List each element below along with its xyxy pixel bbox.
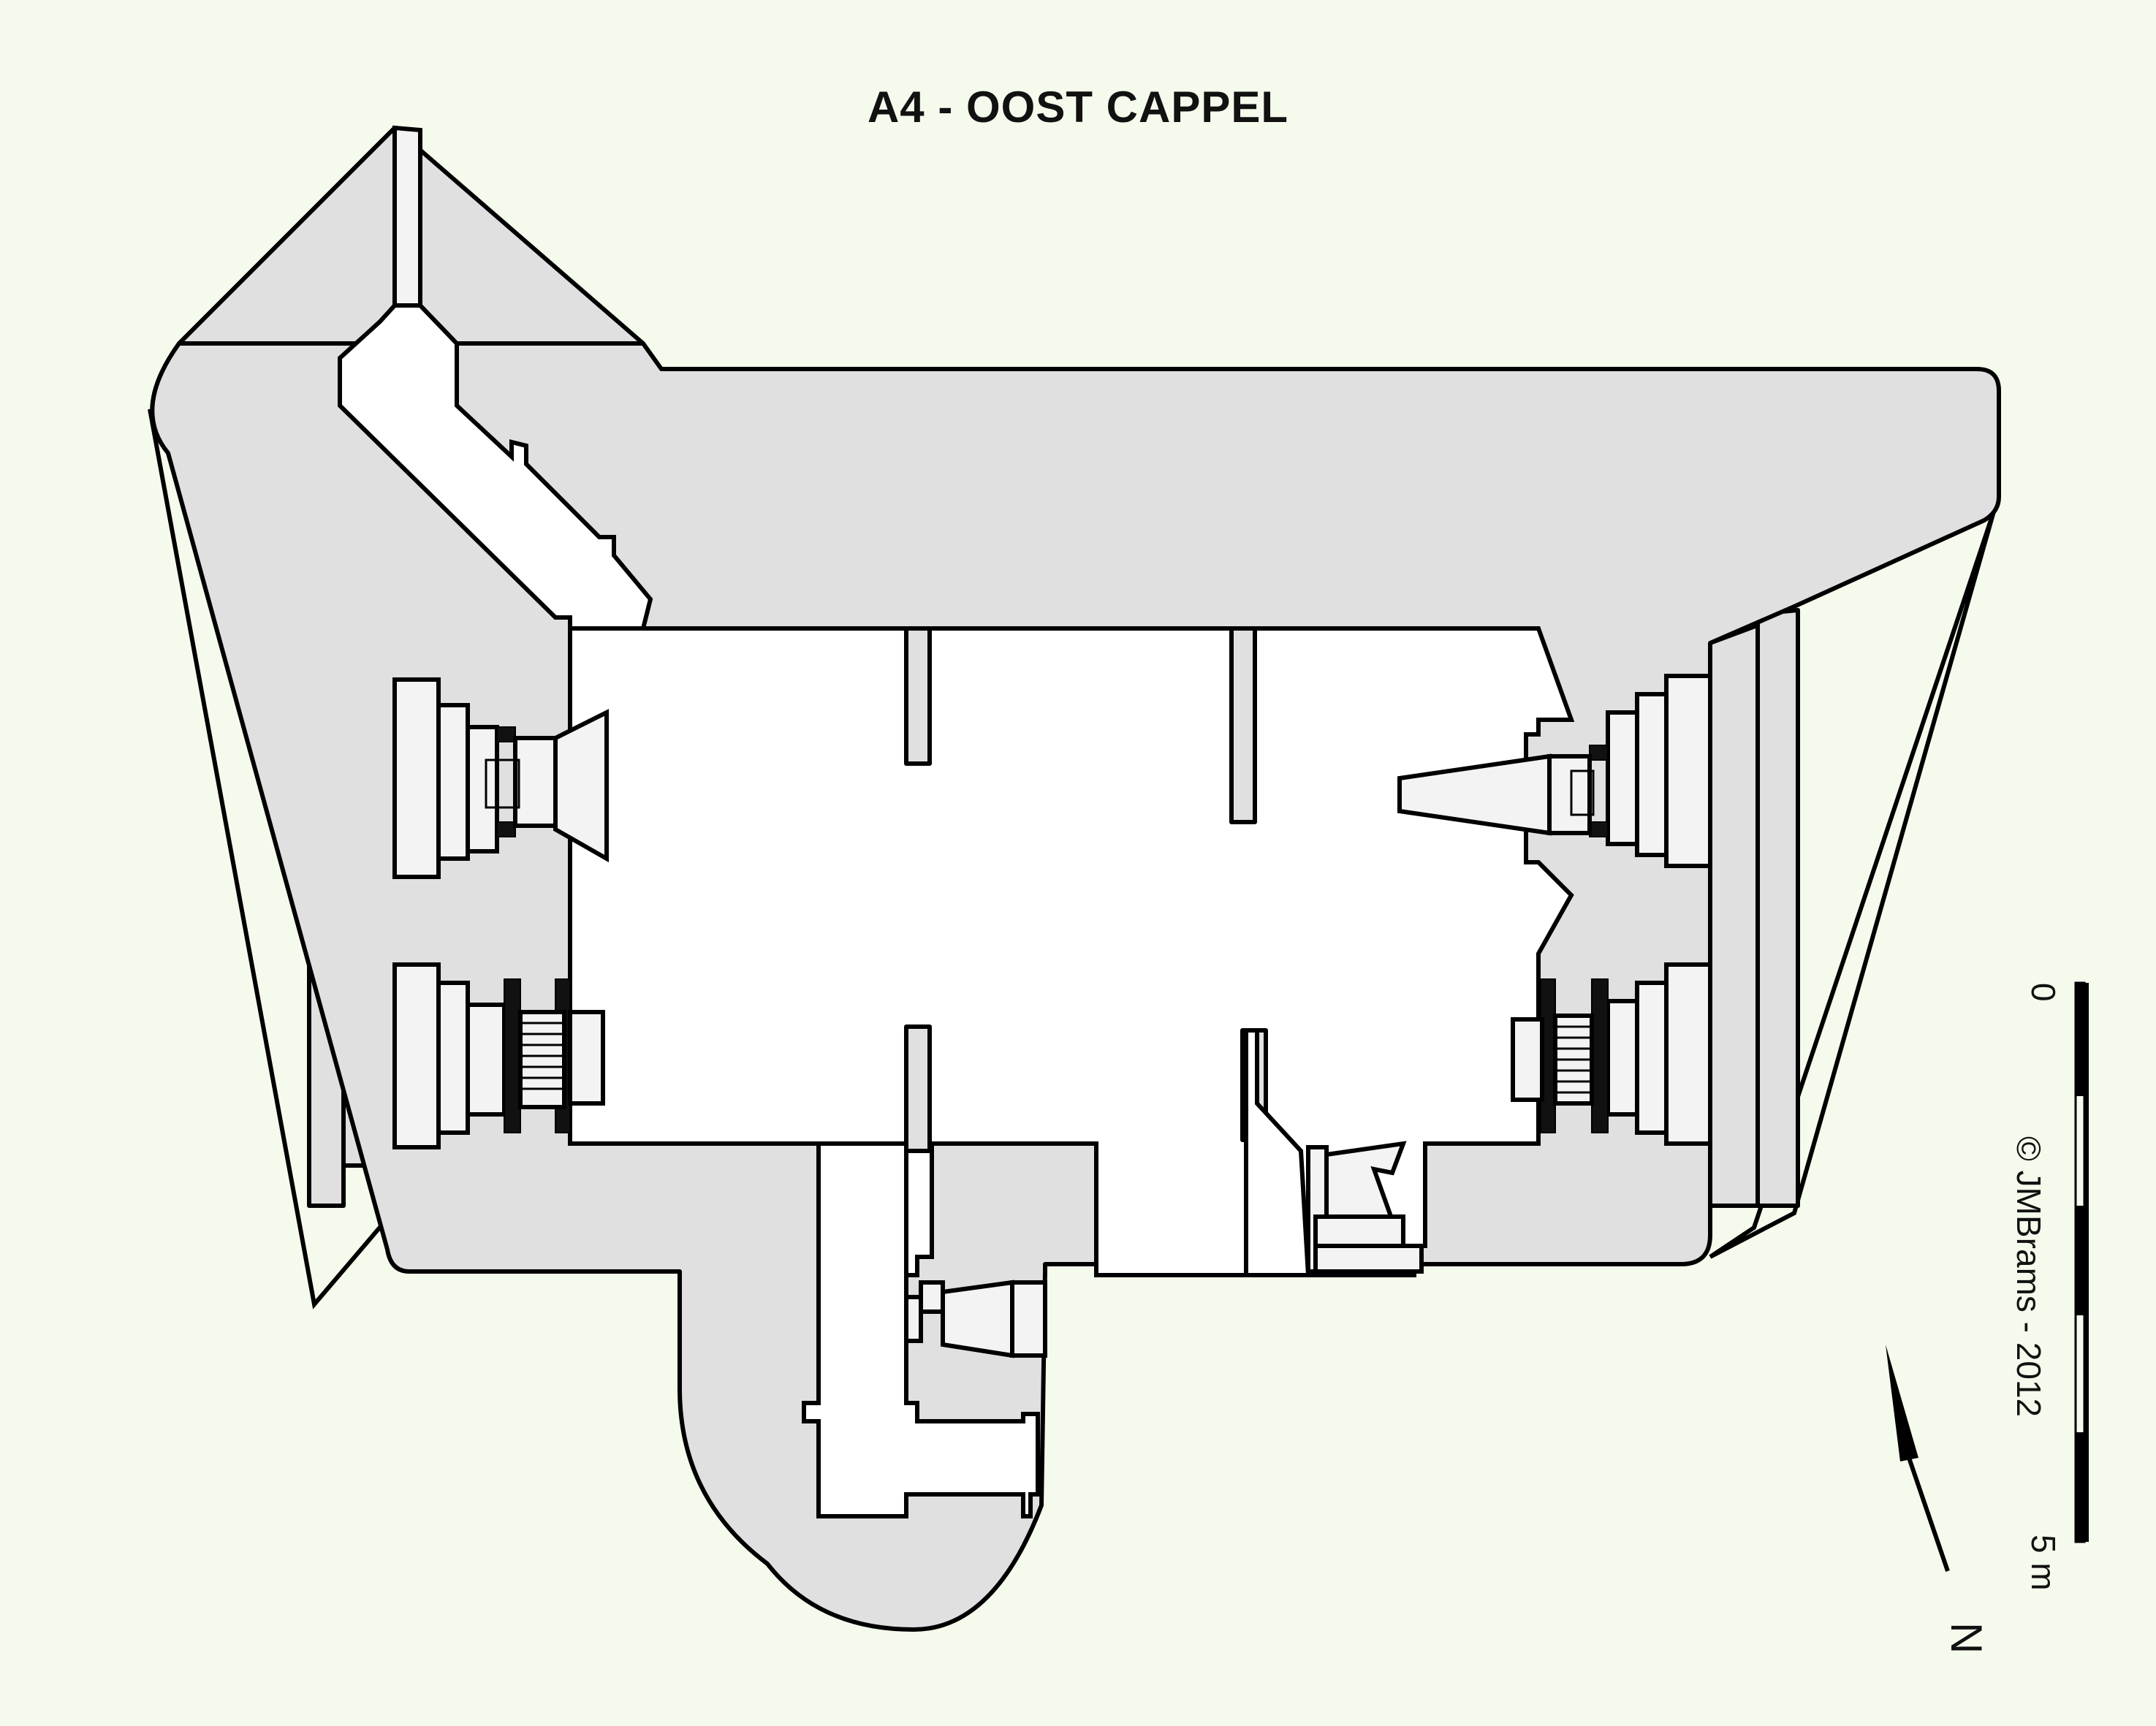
outer-slope-right (1709, 511, 1996, 1259)
east-embrasure-lower (1511, 962, 1712, 1146)
north-arrow-icon: N (1886, 1345, 1991, 1654)
svg-text:© JMBrams - 2012: © JMBrams - 2012 (2010, 1136, 2048, 1417)
south-corridor (802, 1141, 1040, 1518)
southeast-cell (1244, 1028, 1424, 1277)
south-embrasure (904, 1280, 1047, 1358)
svg-text:N: N (1942, 1622, 1991, 1654)
right-side-wall (1708, 608, 1800, 1208)
svg-text:5 m: 5 m (2024, 1535, 2062, 1591)
east-embrasure-upper (1397, 674, 1712, 868)
scale-start-label: 0 (2024, 983, 2062, 1002)
scale-bar (2074, 981, 2089, 1543)
west-embrasure-lower (392, 962, 605, 1149)
svg-text:0: 0 (2024, 983, 2062, 1002)
credit-text: © JMBrams - 2012 (2010, 1136, 2048, 1417)
page-title: A4 - OOST CAPPEL (867, 83, 1289, 132)
west-embrasure-upper (392, 677, 609, 879)
nw-corridor (338, 303, 653, 631)
scale-end-label: 5 m (2024, 1535, 2062, 1591)
